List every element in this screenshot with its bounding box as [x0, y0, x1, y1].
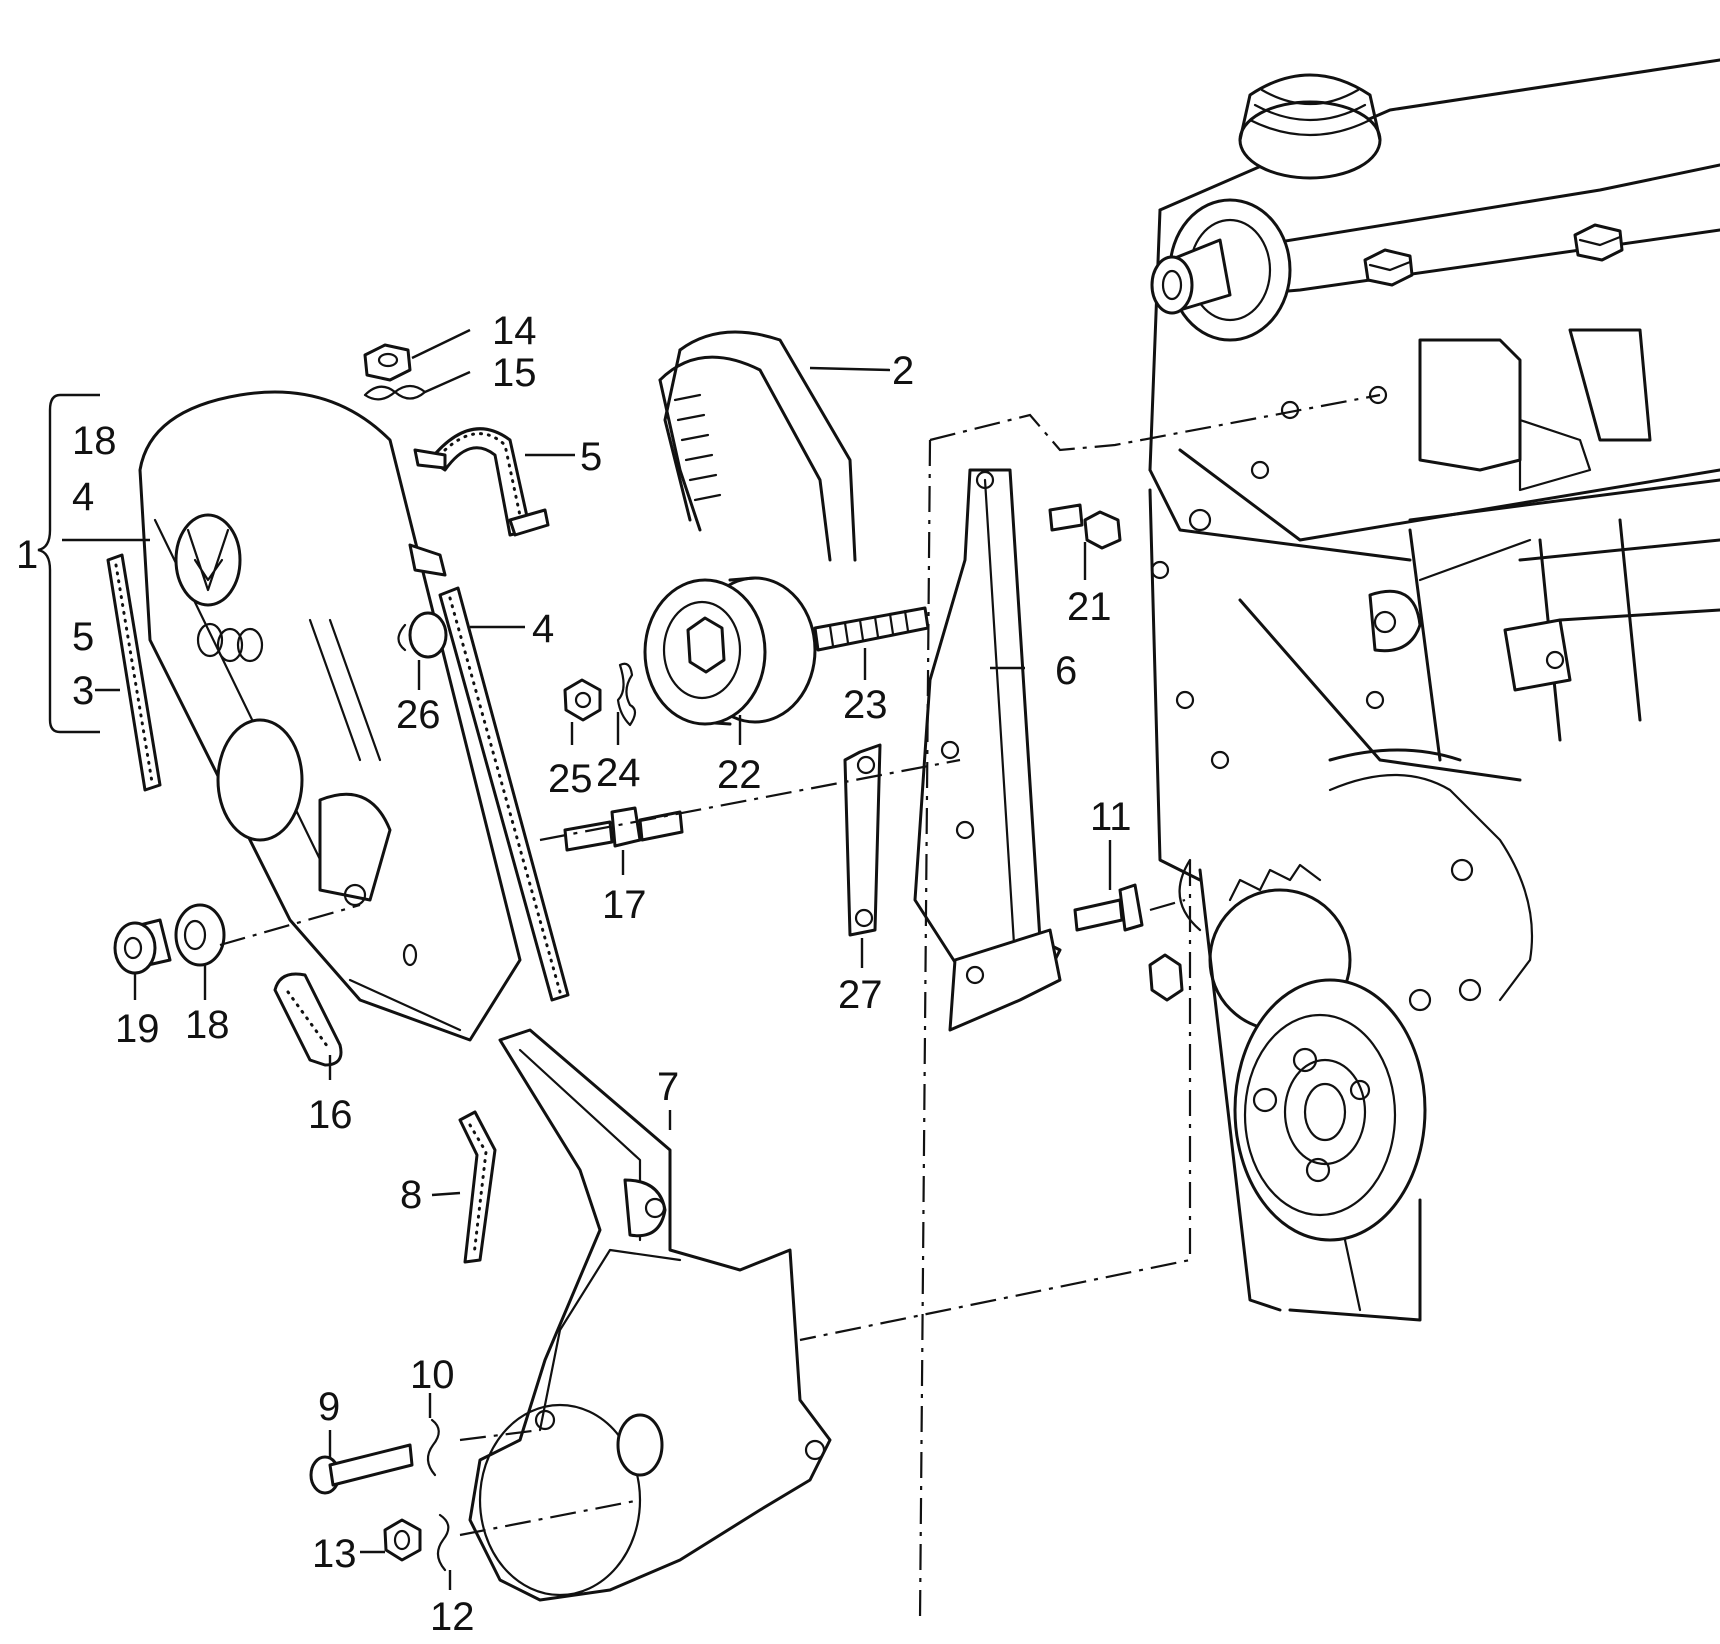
group-1-item-3: 3	[72, 669, 94, 713]
callout-15: 15	[492, 351, 537, 395]
part-15-washer	[363, 384, 427, 401]
group-1-item-5: 5	[72, 615, 94, 659]
part-23-stud	[813, 606, 930, 652]
callout-25: 25	[548, 757, 593, 801]
callout-8: 8	[400, 1173, 422, 1217]
group-1-item-18: 18	[72, 419, 117, 463]
assembly-lines	[219, 393, 1381, 1621]
part-21-bolt	[1048, 503, 1122, 550]
callout-23: 23	[843, 683, 888, 727]
callout-14: 14	[492, 309, 537, 353]
callout-10: 10	[410, 1353, 455, 1397]
part-8-seal-strip	[458, 1110, 497, 1264]
engine-block	[1148, 58, 1720, 1322]
callouts: 14 15 5 2 1 18 4 5 3 4 6 21 23 26 24 25 …	[16, 309, 1132, 1639]
part-13-nut	[383, 1518, 422, 1562]
callout-7: 7	[657, 1065, 679, 1109]
callout-26: 26	[396, 693, 441, 737]
part-3-seal-strip	[106, 553, 162, 792]
callout-17: 17	[602, 883, 647, 927]
part-1-upper-cover	[138, 390, 522, 1042]
part-10-washer	[426, 1418, 440, 1477]
head-bolt	[1573, 223, 1624, 262]
part-27-bracket	[843, 743, 882, 937]
part-11-bolt	[1073, 883, 1144, 932]
callout-9: 9	[318, 1385, 340, 1429]
part-4-seal-strip	[438, 586, 570, 1002]
callout-16: 16	[308, 1093, 353, 1137]
part-25-nut	[563, 678, 602, 722]
part-14-nut	[363, 343, 412, 382]
callout-21: 21	[1067, 585, 1112, 629]
callout-27: 27	[838, 973, 883, 1017]
camshaft-housing	[1150, 198, 1292, 342]
callout-5: 5	[580, 435, 602, 479]
leader-lines	[37, 328, 1112, 1590]
callout-11: 11	[1090, 795, 1132, 839]
part-17-stud	[563, 806, 684, 852]
group-1-item-4: 4	[72, 475, 94, 519]
head-bolt	[1363, 248, 1414, 287]
callout-13: 13	[312, 1532, 357, 1576]
callout-12: 12	[430, 1595, 475, 1639]
part-26-grommet	[397, 611, 448, 659]
part-24-washer	[616, 662, 637, 727]
callout-4: 4	[532, 607, 554, 651]
callout-18: 18	[185, 1003, 230, 1047]
part-6-rear-cover	[913, 468, 1062, 1032]
part-9-bolt	[309, 1443, 414, 1495]
callout-22: 22	[717, 753, 762, 797]
callout-6: 6	[1055, 649, 1077, 693]
crankshaft-pulley	[1148, 773, 1534, 1242]
callout-2: 2	[892, 349, 914, 393]
filler-cap	[1238, 73, 1382, 180]
part-2-timing-belt	[658, 330, 857, 562]
part-22-tensioner	[643, 576, 817, 726]
part-5-seal-upper	[413, 427, 550, 537]
part-12-washer	[436, 1513, 450, 1572]
callout-24: 24	[596, 751, 641, 795]
callout-19: 19	[115, 1007, 160, 1051]
part-16-plug	[273, 972, 343, 1067]
callout-1: 1	[16, 533, 38, 577]
part-7-lower-cover	[468, 1028, 832, 1602]
part-19-bolt	[113, 918, 172, 975]
part-18-bushing	[174, 903, 226, 967]
